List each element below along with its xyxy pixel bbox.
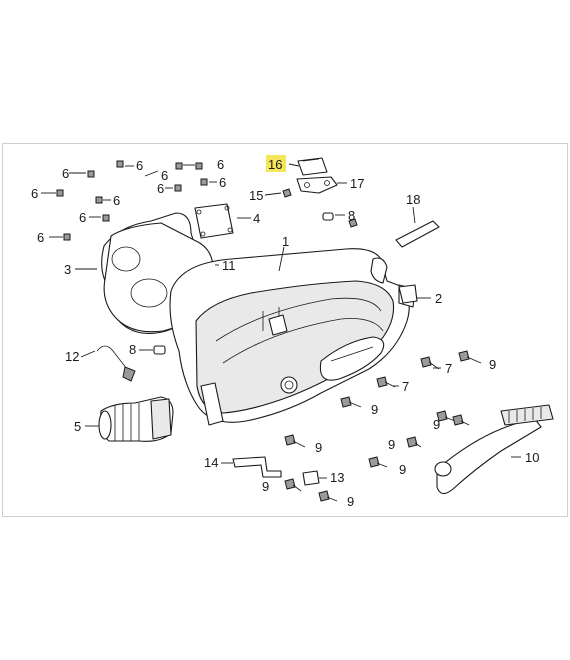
part-17-bracket	[296, 176, 338, 194]
callout-6: 6	[31, 186, 38, 201]
callout-9: 9	[315, 440, 322, 455]
callout-11: 11	[222, 258, 236, 273]
callout-18: 18	[406, 192, 420, 207]
callout-10: 10	[525, 450, 539, 465]
callout-9: 9	[347, 494, 354, 509]
callout-9: 9	[433, 417, 440, 432]
callout-9: 9	[489, 357, 496, 372]
part-4-cover-plate	[194, 203, 234, 239]
part-12-wire-clip	[96, 345, 136, 382]
callout-8: 8	[348, 208, 355, 223]
exploded-parts-diagram: 6 6 6 6 6 6 6 6 6 6 3 4 11 1 2 16 17 15 …	[31, 155, 554, 509]
callout-6: 6	[219, 175, 226, 190]
callout-16: 16	[268, 157, 282, 172]
callout-9: 9	[399, 462, 406, 477]
part-15-screw	[282, 188, 292, 198]
part-5-intake-duct	[98, 396, 174, 442]
callout-8: 8	[129, 342, 136, 357]
callout-6: 6	[62, 166, 69, 181]
callout-14: 14	[204, 455, 218, 470]
callout-1: 1	[282, 234, 289, 249]
callout-9: 9	[262, 479, 269, 494]
callout-4: 4	[253, 211, 260, 226]
part-14-bracket	[232, 456, 282, 478]
callout-2: 2	[435, 291, 442, 306]
part-8-dowel-pins	[153, 212, 334, 355]
diagram-frame: 6 6 6 6 6 6 6 6 6 6 3 4 11 1 2 16 17 15 …	[2, 143, 568, 517]
callout-17: 17	[350, 176, 364, 191]
callout-6: 6	[136, 158, 143, 173]
callout-13: 13	[330, 470, 344, 485]
callout-15: 15	[249, 188, 263, 203]
part-2-rubber-bumper	[398, 284, 418, 304]
callout-6: 6	[157, 181, 164, 196]
callout-12: 12	[65, 349, 79, 364]
callout-3: 3	[64, 262, 71, 277]
bolts-7-9	[284, 218, 482, 502]
callout-7: 7	[402, 379, 409, 394]
callout-6: 6	[161, 168, 168, 183]
callout-6: 6	[113, 193, 120, 208]
part-1-transmission-cover	[169, 248, 416, 426]
callout-9: 9	[388, 437, 395, 452]
callout-6: 6	[217, 157, 224, 172]
callout-5: 5	[74, 419, 81, 434]
part-18-clamp	[395, 220, 440, 248]
callout-6: 6	[37, 230, 44, 245]
callout-16-highlight	[266, 155, 286, 172]
callout-9: 9	[371, 402, 378, 417]
callout-labels: 6 6 6 6 6 6 6 6 6 6 3 4 11 1 2 16 17 15 …	[31, 157, 539, 509]
leader-lines	[41, 163, 521, 479]
callout-6: 6	[79, 210, 86, 225]
part-6-screws	[56, 160, 208, 241]
part-16-clip	[297, 157, 328, 176]
part-13-clamp	[302, 470, 320, 486]
callout-7: 7	[445, 361, 452, 376]
part-10-kick-lever	[434, 404, 554, 495]
